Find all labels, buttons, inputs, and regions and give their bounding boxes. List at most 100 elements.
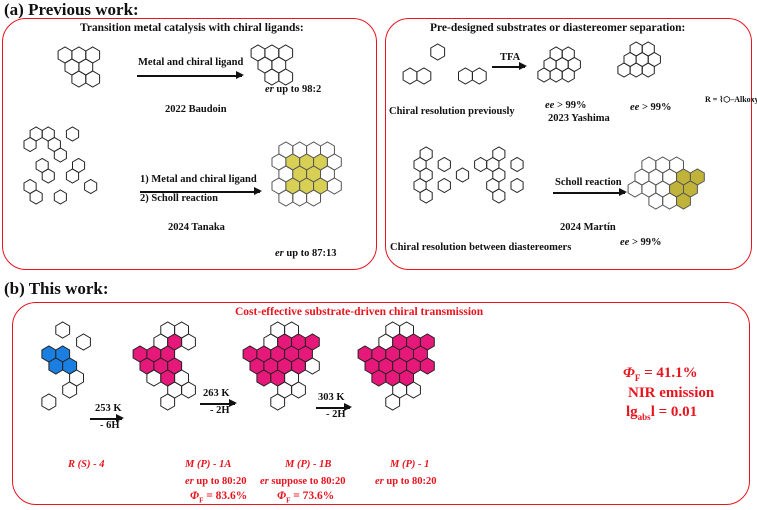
reaction-arrow bbox=[90, 415, 124, 421]
yashima-caption: Chiral resolution previously bbox=[389, 106, 515, 117]
ring bbox=[270, 393, 286, 411]
ring bbox=[181, 333, 196, 351]
ring bbox=[53, 189, 67, 205]
compound-4-structure bbox=[41, 321, 91, 411]
ring bbox=[71, 70, 87, 88]
nir-emission-label: NIR emission bbox=[628, 385, 715, 401]
ring bbox=[23, 136, 37, 153]
ring bbox=[304, 357, 320, 375]
ring bbox=[510, 177, 524, 194]
step-2-temp: 263 K bbox=[203, 388, 230, 399]
ring bbox=[629, 62, 643, 78]
ee-prefix: ee bbox=[545, 100, 555, 111]
phi-symbol: Φ bbox=[190, 490, 200, 502]
ring bbox=[41, 393, 57, 411]
ring bbox=[419, 357, 435, 375]
r-group-alkoxy: Alkoxy bbox=[734, 95, 757, 104]
ring bbox=[291, 381, 306, 399]
compound-1a-label: M (P) - 1A bbox=[185, 459, 232, 470]
ring bbox=[662, 192, 678, 210]
yashima-ref: 2023 Yashima bbox=[548, 113, 610, 124]
ring bbox=[676, 192, 691, 210]
ring bbox=[371, 369, 387, 387]
ring bbox=[402, 67, 418, 85]
compound-4-label: R (S) - 4 bbox=[68, 459, 105, 470]
ring bbox=[437, 177, 451, 194]
ring bbox=[76, 333, 91, 351]
step-3-loss: - 2H bbox=[326, 409, 346, 420]
ring bbox=[471, 67, 487, 85]
ring bbox=[72, 157, 86, 174]
er-prefix: er bbox=[265, 84, 274, 95]
ring bbox=[146, 369, 162, 387]
ring bbox=[385, 393, 401, 411]
g-abs-subscript: abs bbox=[637, 412, 651, 422]
compound-1b-label: M (P) - 1B bbox=[285, 459, 332, 470]
martin-substrate-structure bbox=[413, 146, 524, 204]
martin-product-structure bbox=[627, 156, 705, 210]
compound-1-quantum-yield: = 41.1% bbox=[640, 365, 698, 381]
ring bbox=[306, 189, 321, 207]
er-prefix: er bbox=[275, 248, 284, 259]
g-abs-prefix: lg bbox=[626, 404, 638, 420]
reaction-arrow bbox=[316, 404, 352, 410]
ring bbox=[561, 67, 575, 83]
ring bbox=[160, 393, 176, 411]
tanaka-condition-1: 1) Metal and chiral ligand bbox=[140, 174, 257, 185]
left-panel-frame bbox=[2, 18, 377, 270]
compound-1a-structure bbox=[132, 321, 196, 411]
martin-ref: 2024 Martín bbox=[560, 222, 616, 233]
phi-subscript: F bbox=[286, 496, 291, 505]
phi-symbol: Φ bbox=[277, 490, 287, 502]
reaction-arrow bbox=[140, 188, 262, 194]
compound-1-label: M (P) - 1 bbox=[390, 459, 430, 470]
this-work-frame bbox=[12, 302, 750, 505]
yashima-condition: TFA bbox=[500, 52, 521, 63]
ring bbox=[181, 381, 196, 399]
ring bbox=[326, 177, 342, 195]
compound-1-er: up to 80:20 bbox=[383, 476, 437, 487]
ring bbox=[492, 188, 506, 204]
ring bbox=[406, 381, 421, 399]
ring bbox=[641, 62, 655, 78]
right-panel-frame bbox=[385, 18, 752, 270]
compound-1b-quantum-yield: = 73.6% bbox=[290, 490, 335, 502]
step-3-temp: 303 K bbox=[318, 392, 345, 403]
yashima-substrate-structure bbox=[402, 43, 487, 85]
compound-1a-er: up to 80:20 bbox=[193, 476, 247, 487]
phi-subscript: F bbox=[199, 496, 204, 505]
this-work-title: Cost-effective substrate-driven chiral t… bbox=[235, 306, 484, 318]
ring bbox=[419, 188, 433, 204]
yashima-ee-1: > 99% bbox=[554, 100, 587, 111]
reaction-arrow bbox=[553, 189, 627, 195]
reaction-arrow bbox=[200, 400, 237, 406]
ring bbox=[84, 178, 98, 195]
tanaka-er: up to 87:13 bbox=[283, 248, 337, 259]
compound-1b-structure bbox=[242, 321, 320, 411]
ring bbox=[85, 70, 101, 88]
ring bbox=[416, 67, 432, 85]
section-a-heading: (a) Previous work: bbox=[4, 0, 139, 19]
ring bbox=[256, 369, 272, 387]
er-prefix: er bbox=[260, 476, 269, 487]
ring bbox=[537, 67, 551, 83]
yashima-ee-2: > 99% bbox=[639, 102, 672, 113]
compound-1a-quantum-yield: = 83.6% bbox=[203, 490, 248, 502]
right-panel-title: Pre-designed substrates or diastereomer … bbox=[430, 22, 686, 34]
r-group-label: R = bbox=[705, 95, 718, 104]
ee-prefix: ee bbox=[620, 237, 630, 248]
ring bbox=[271, 56, 287, 74]
compound-1-structure bbox=[357, 321, 435, 411]
ring bbox=[53, 147, 67, 163]
tanaka-condition-2: 2) Scholl reaction bbox=[140, 193, 218, 204]
ring bbox=[617, 62, 631, 78]
baudoin-ref: 2022 Baudoin bbox=[165, 104, 227, 115]
ring bbox=[455, 167, 470, 183]
step-1-temp: 253 K bbox=[95, 403, 122, 414]
ring bbox=[648, 192, 664, 210]
ring bbox=[549, 67, 563, 83]
er-prefix: er bbox=[185, 476, 194, 487]
ring bbox=[55, 321, 71, 339]
ring bbox=[458, 67, 473, 85]
section-b-heading: (b) This work: bbox=[4, 279, 109, 298]
